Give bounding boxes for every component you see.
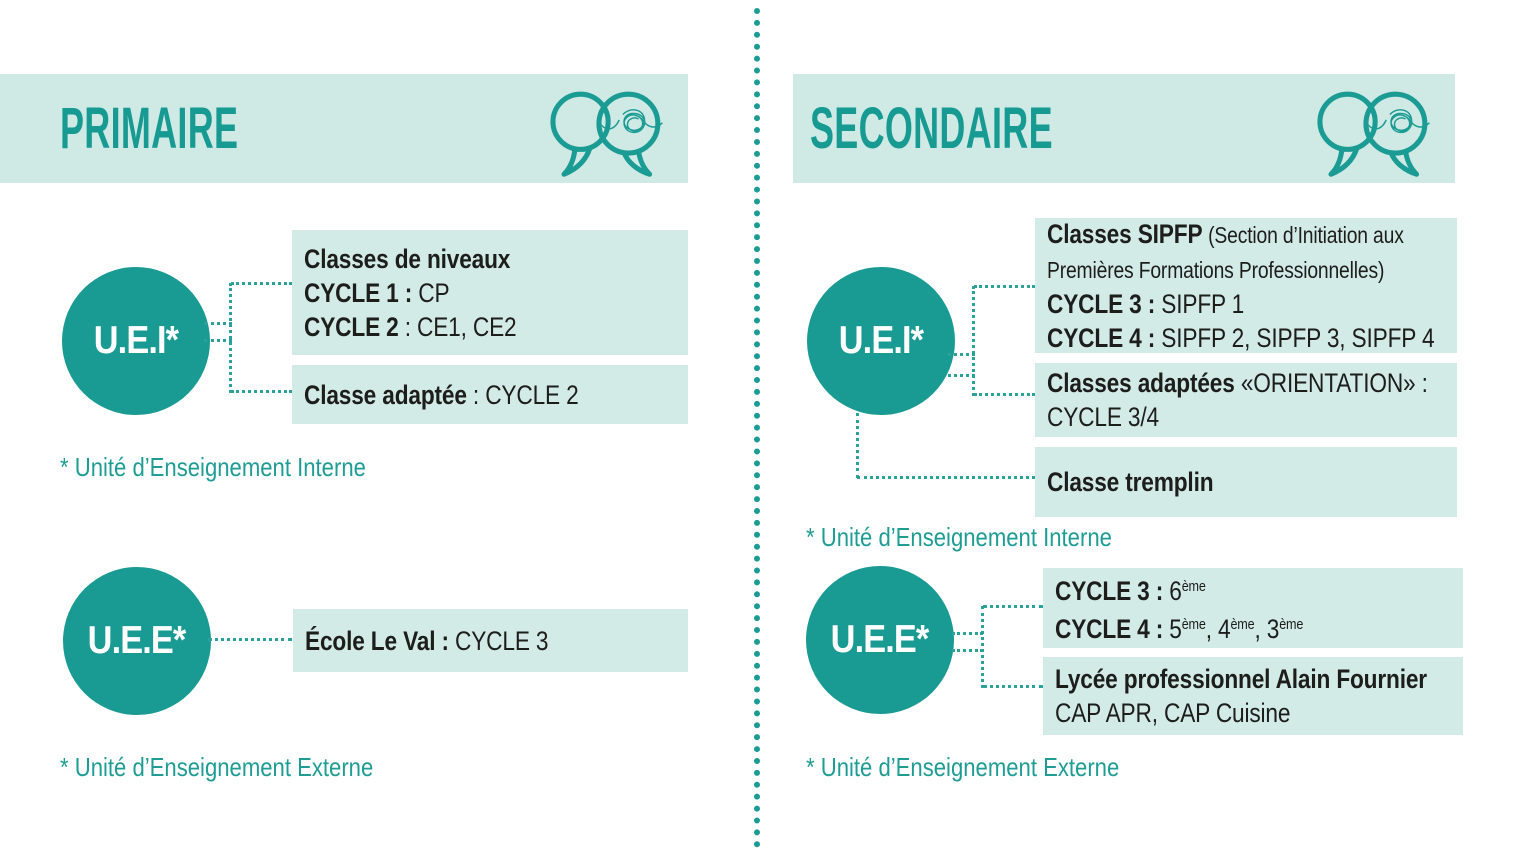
uee-circle-secondaire: U.E.E* — [806, 566, 954, 714]
primaire-title: PRIMAIRE — [60, 96, 239, 161]
connector-uei-secondaire-top — [974, 285, 1035, 288]
box-ecole-le-val: École Le Val : CYCLE 3 — [293, 609, 688, 672]
uee-circle-primaire: U.E.E* — [63, 567, 211, 715]
connector-uee-secondaire-vertical — [981, 606, 984, 688]
connector-uei-secondaire-bottom — [974, 393, 1035, 396]
connector-tremplin-vertical — [856, 413, 859, 478]
footnote-externe-secondaire: * Unité d’Enseignement Externe — [806, 752, 1120, 782]
uei-circle-primaire: U.E.I* — [62, 267, 210, 415]
uei-label-primaire: U.E.I* — [93, 319, 179, 362]
connector-uei-primaire-vertical — [229, 283, 232, 393]
uei-circle-secondaire: U.E.I* — [807, 267, 955, 415]
footnote-interne-secondaire: * Unité d’Enseignement Interne — [806, 522, 1112, 552]
secondaire-title: SECONDAIRE — [810, 96, 1053, 161]
footnote-interne-primaire: * Unité d’Enseignement Interne — [60, 452, 366, 482]
connector-uei-primaire-top — [231, 282, 292, 285]
column-divider — [754, 8, 760, 848]
connector-uee-secondaire-bottom — [983, 685, 1043, 688]
uee-label-primaire: U.E.E* — [88, 619, 187, 662]
box-classes-adaptees-orientation: Classes adaptées «ORIENTATION» :CYCLE 3/… — [1035, 363, 1457, 437]
uei-label-secondaire: U.E.I* — [838, 319, 924, 362]
box-classe-tremplin: Classe tremplin — [1035, 447, 1457, 517]
uee-label-secondaire: U.E.E* — [831, 618, 930, 661]
connector-uee-secondaire-stub-a — [952, 632, 983, 635]
connector-uee-secondaire-top — [983, 605, 1043, 608]
speech-bubbles-icon — [550, 91, 663, 177]
connector-uei-secondaire-stub-a — [948, 353, 975, 356]
connector-uei-secondaire-stub-b — [948, 374, 975, 377]
connector-tremplin-horizontal — [857, 476, 1035, 479]
connector-uei-primaire-stub-b — [204, 339, 232, 342]
primaire-banner: PRIMAIRE — [0, 74, 688, 183]
connector-uee-primaire — [208, 638, 292, 641]
connector-uee-secondaire-stub-b — [952, 649, 983, 652]
footnote-externe-primaire: * Unité d’Enseignement Externe — [60, 752, 374, 782]
connector-uei-primaire-stub-a — [204, 322, 232, 325]
secondaire-banner: SECONDAIRE — [793, 74, 1455, 183]
box-classe-adaptee: Classe adaptée : CYCLE 2 — [292, 365, 688, 424]
connector-uei-primaire-bottom — [231, 390, 292, 393]
connector-uei-secondaire-vertical — [972, 286, 975, 396]
speech-bubbles-icon — [1317, 91, 1430, 177]
